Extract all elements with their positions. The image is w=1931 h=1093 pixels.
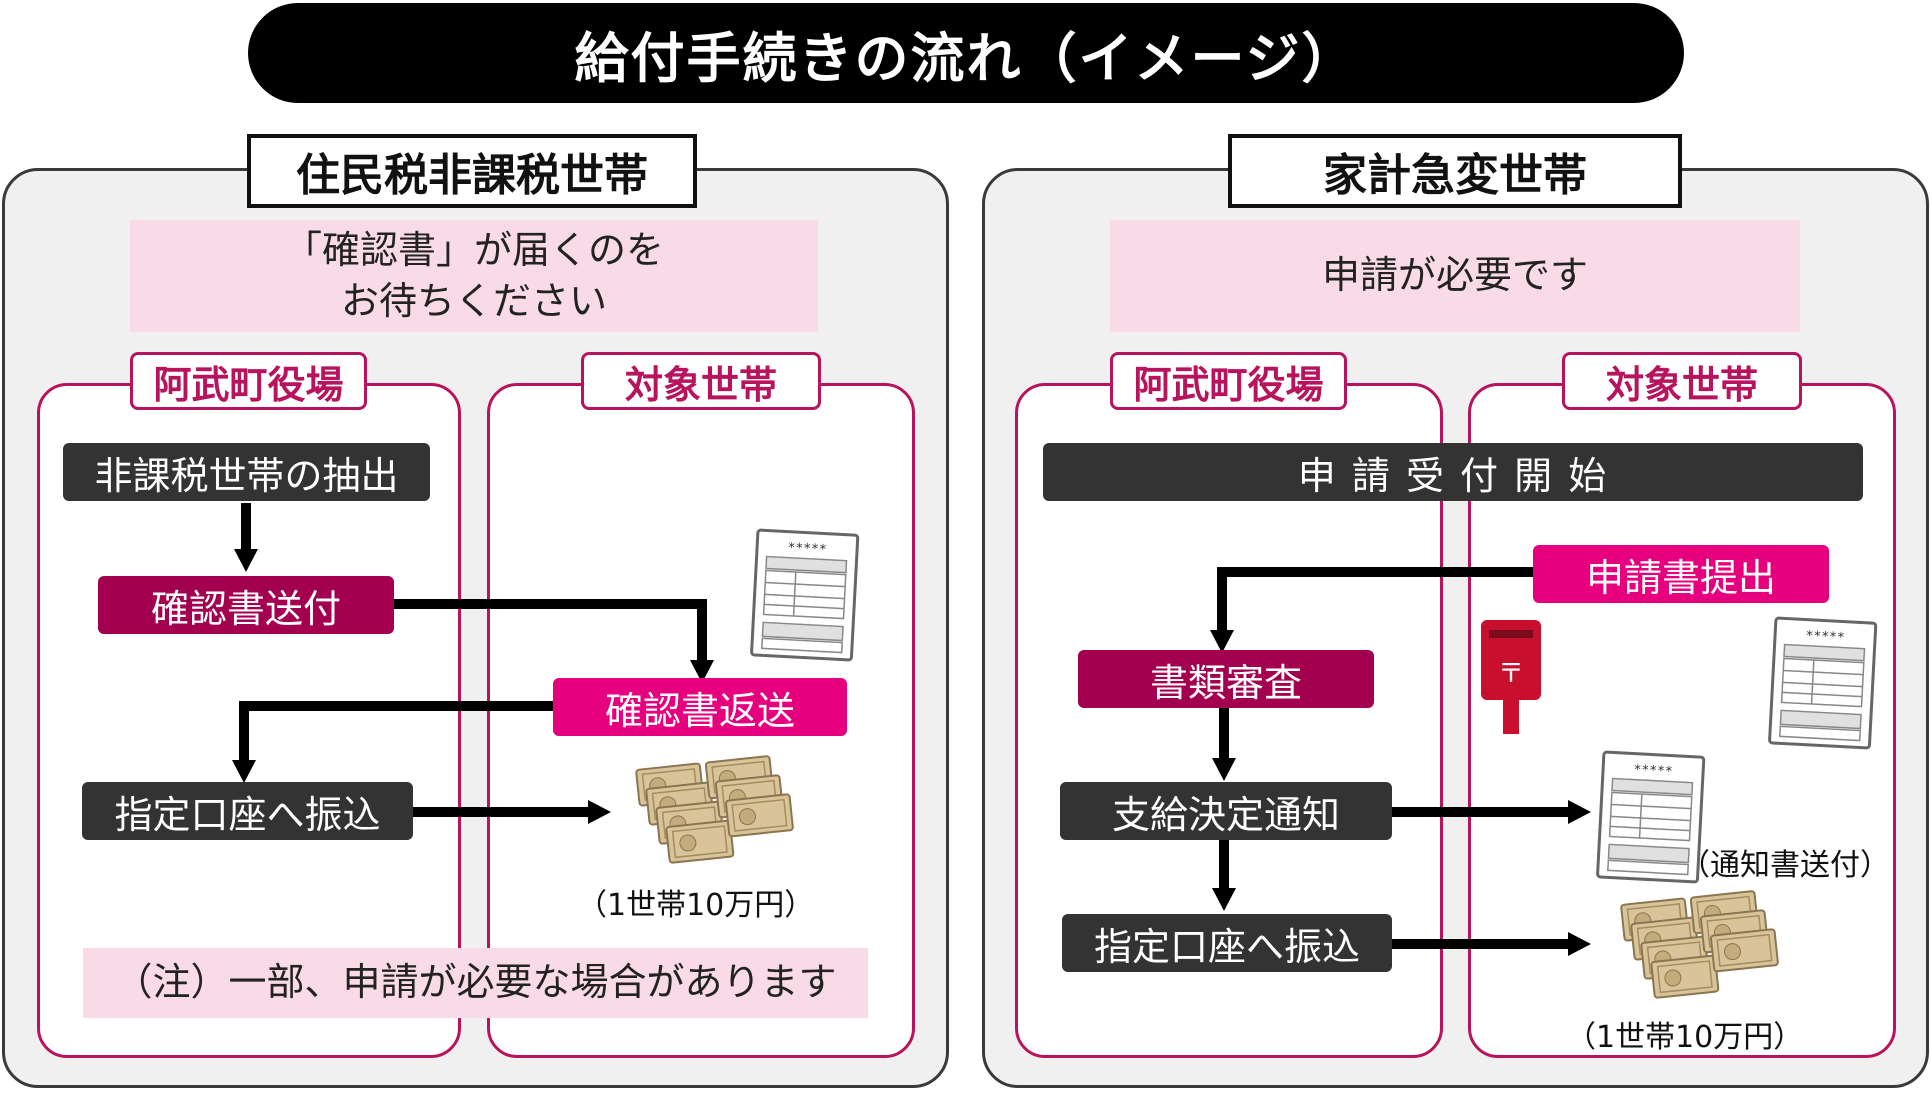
step-transfer: 指定口座へ振込	[82, 782, 413, 840]
step-transfer: 指定口座へ振込	[1062, 914, 1392, 972]
left-household-label: 対象世帯	[581, 352, 821, 410]
svg-text:〒: 〒	[1498, 659, 1524, 689]
right-note: 申請が必要です	[1110, 220, 1800, 332]
svg-text:*****: *****	[787, 541, 827, 558]
step-application-start: 申 請 受 付 開 始	[1043, 443, 1863, 501]
left-amount-caption: （1世帯10万円）	[577, 888, 815, 923]
left-office-label: 阿武町役場	[130, 352, 367, 410]
document-form-icon: *****	[1767, 616, 1878, 750]
step-send-confirmation: 確認書送付	[98, 576, 394, 634]
right-panel-label: 家計急変世帯	[1228, 134, 1682, 208]
left-footnote: （注）一部、申請が必要な場合があります	[83, 948, 868, 1018]
step-extract: 非課税世帯の抽出	[63, 443, 430, 501]
svg-text:*****: *****	[1805, 629, 1845, 646]
step-submit-application: 申請書提出	[1533, 545, 1829, 603]
right-amount-caption: （1世帯10万円）	[1566, 1020, 1804, 1055]
right-household-label: 対象世帯	[1562, 352, 1802, 410]
svg-text:*****: *****	[1633, 763, 1673, 780]
step-return-confirmation: 確認書返送	[553, 678, 847, 736]
left-note-line1: 「確認書」が届くのを	[283, 227, 664, 272]
right-note-text: 申請が必要です	[1321, 253, 1588, 298]
left-note-line2: お待ちください	[340, 279, 607, 323]
notice-caption: （通知書送付）	[1680, 848, 1890, 883]
right-office-label: 阿武町役場	[1110, 352, 1347, 410]
page-title: 給付手続きの流れ（イメージ）	[248, 3, 1684, 103]
document-form-icon: *****	[1595, 750, 1706, 884]
step-document-review: 書類審査	[1078, 650, 1374, 708]
left-panel-label: 住民税非課税世帯	[247, 134, 697, 208]
left-footnote-text: （注）一部、申請が必要な場合があります	[114, 960, 837, 1005]
banknotes-icon	[636, 756, 793, 863]
banknotes-icon	[1621, 891, 1778, 998]
document-form-icon: *****	[749, 528, 860, 662]
left-note: 「確認書」が届くのを お待ちください	[130, 220, 818, 332]
postbox-icon: 〒	[1481, 620, 1541, 734]
step-payment-decision: 支給決定通知	[1060, 782, 1392, 840]
